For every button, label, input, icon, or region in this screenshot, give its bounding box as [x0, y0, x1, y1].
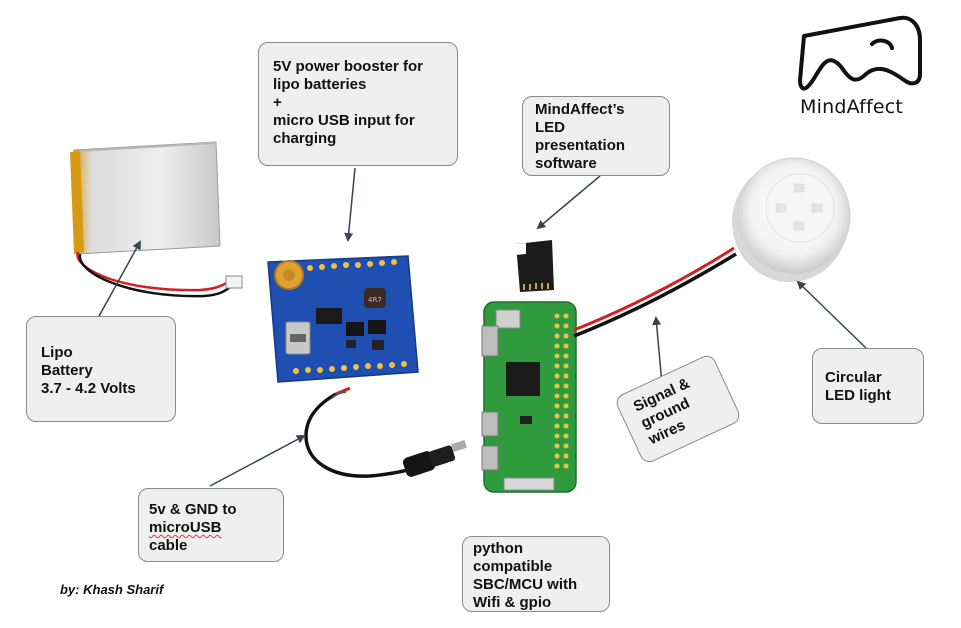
callout-line: + [273, 94, 447, 112]
callout-line: 5V power booster for [273, 58, 447, 76]
callout-line: 3.7 - 4.2 Volts [41, 380, 167, 398]
callout-line: LED [535, 119, 661, 137]
callout-line: Wifi & gpio [473, 594, 601, 612]
callout-line: charging [273, 130, 447, 148]
callout-microusb-cable: 5v & GND to microUSB cable [138, 488, 284, 562]
power-booster-board-image: 4R7 [268, 256, 418, 382]
lipo-battery-image [70, 142, 242, 296]
callout-lipo-battery: Lipo Battery 3.7 - 4.2 Volts [26, 316, 176, 422]
callout-line: MindAffect’s [535, 101, 661, 119]
callout-line: python [473, 540, 601, 558]
signal-ground-wires-image [574, 248, 736, 336]
callout-line: 5v & GND to [149, 501, 275, 519]
callout-line: software [535, 155, 661, 173]
callout-line: compatible [473, 558, 601, 576]
callout-line: SBC/MCU with [473, 576, 601, 594]
microusb-cable-image [306, 388, 467, 478]
microsd-card-image [516, 240, 554, 292]
callout-line: LED light [825, 387, 915, 405]
arrow-wires [656, 318, 662, 384]
callout-line: micro USB input for [273, 112, 447, 130]
callout-led-software: MindAffect’s LED presentation software [522, 96, 670, 176]
callout-line: presentation [535, 137, 661, 155]
callout-line: Circular [825, 369, 915, 387]
callout-line: Lipo [41, 344, 167, 362]
author-credit: by: Khash Sharif [60, 582, 163, 597]
arrow-booster [348, 168, 355, 240]
callout-power-booster: 5V power booster for lipo batteries + mi… [258, 42, 458, 166]
callout-circular-led: Circular LED light [812, 348, 924, 424]
mindaffect-logo-text: MindAffect [800, 96, 903, 118]
sbc-board-image [482, 302, 576, 492]
callout-line: cable [149, 537, 275, 555]
callout-line: Battery [41, 362, 167, 380]
circular-led-light-image [732, 158, 850, 282]
callout-sbc-mcu: python compatible SBC/MCU with Wifi & gp… [462, 536, 610, 612]
mindaffect-logo-icon [800, 18, 920, 89]
arrow-led [798, 282, 866, 348]
callout-line: microUSB [149, 519, 275, 537]
svg-text:4R7: 4R7 [368, 296, 382, 304]
arrow-software [538, 176, 600, 228]
callout-line: lipo batteries [273, 76, 447, 94]
arrow-cable [210, 436, 304, 486]
